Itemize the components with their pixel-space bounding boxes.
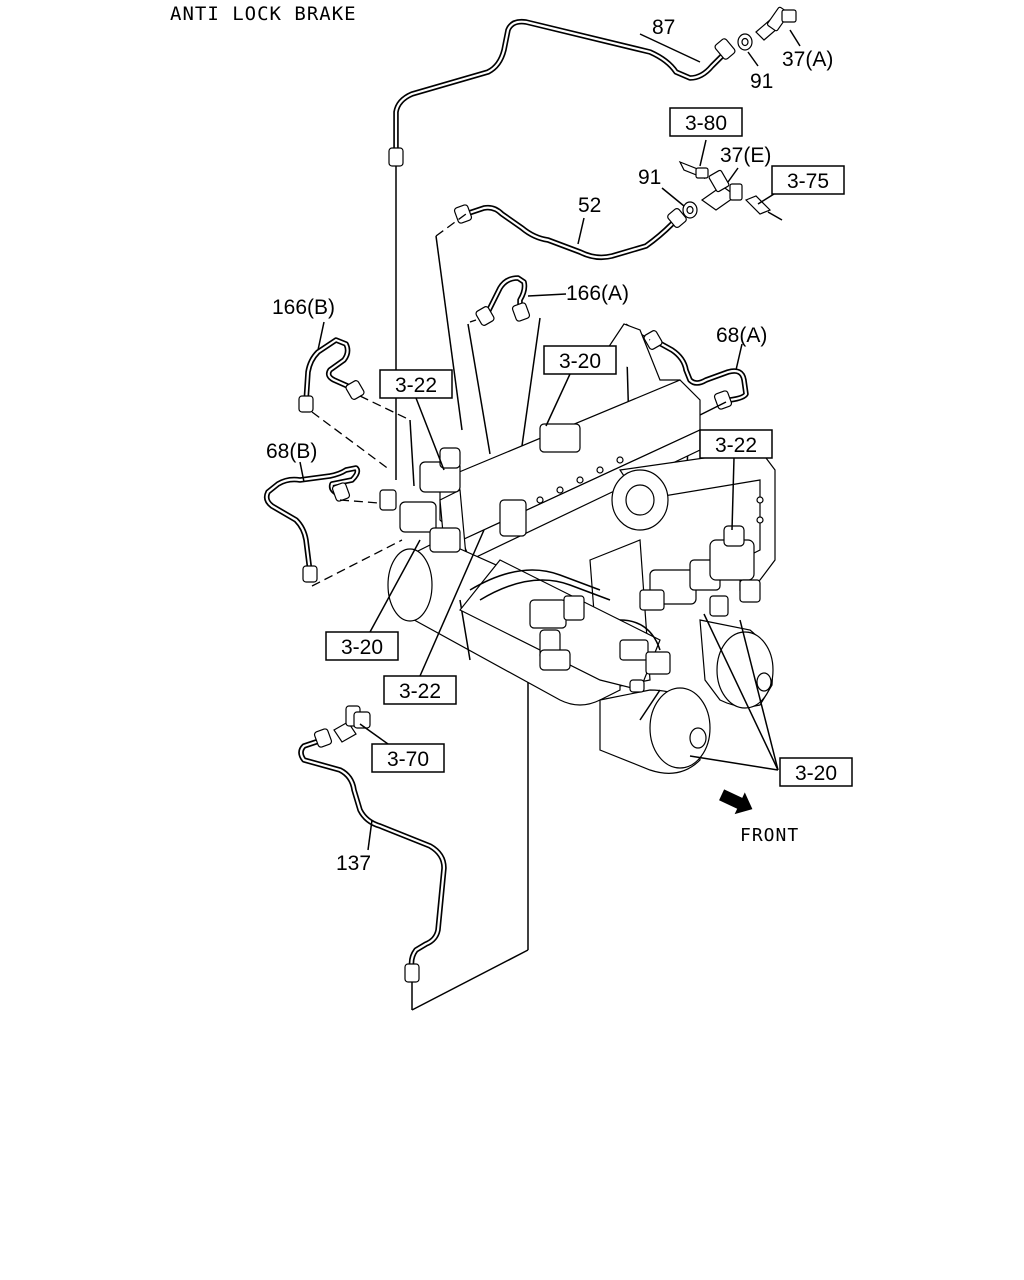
pipe-52[interactable] [453, 204, 688, 261]
ref-box-3-75[interactable]: 3-75 [771, 165, 845, 195]
pipe-68a[interactable] [643, 330, 749, 410]
callout-87: 87 [652, 16, 675, 39]
callout-52: 52 [578, 194, 601, 217]
fitting-37a[interactable] [755, 6, 797, 41]
callout-91-top: 91 [750, 70, 773, 93]
pipe-87[interactable] [388, 18, 736, 167]
ref-box-3-22-left[interactable]: 3-22 [379, 369, 453, 399]
sensor-part-3-70[interactable] [333, 705, 371, 743]
callout-68a: 68(A) [716, 324, 767, 347]
ref-box-3-20-right[interactable]: 3-20 [779, 757, 853, 787]
ref-box-3-20-left[interactable]: 3-20 [325, 631, 399, 661]
sensor-part-3-75[interactable] [744, 195, 783, 221]
sensor-part-3-80[interactable] [678, 160, 709, 180]
pipe-166b[interactable] [298, 337, 365, 413]
callout-37a: 37(A) [782, 48, 833, 71]
ref-box-3-22-right[interactable]: 3-22 [699, 429, 773, 459]
ref-box-3-80[interactable]: 3-80 [669, 107, 743, 137]
front-label: FRONT [740, 825, 799, 846]
callout-166b: 166(B) [272, 296, 335, 319]
callout-91-middle: 91 [638, 166, 661, 189]
callout-166a: 166(A) [566, 282, 629, 305]
fitting-37e[interactable] [700, 169, 743, 211]
ref-3-22-right-label: 3-22 [715, 434, 757, 457]
ref-3-22-bottom-label: 3-22 [399, 680, 441, 703]
ref-3-20-top-label: 3-20 [559, 350, 601, 373]
diagram-title: ANTI LOCK BRAKE [170, 3, 357, 25]
nut-91-top[interactable] [737, 33, 753, 51]
nut-91-middle[interactable] [682, 201, 698, 219]
front-arrow-icon [719, 789, 753, 815]
callout-37e: 37(E) [720, 144, 771, 167]
ref-3-20-left-label: 3-20 [341, 636, 383, 659]
brake-assembly [379, 323, 776, 774]
ref-box-3-20-top[interactable]: 3-20 [543, 345, 617, 375]
pipe-137[interactable] [298, 728, 447, 983]
ref-3-22-left-label: 3-22 [395, 374, 437, 397]
ref-3-75-label: 3-75 [787, 170, 829, 193]
ref-3-80-label: 3-80 [685, 112, 727, 135]
callout-68b: 68(B) [266, 440, 317, 463]
pipe-166a[interactable] [475, 275, 531, 326]
pipe-68b[interactable] [263, 465, 361, 583]
ref-3-20-right-label: 3-20 [795, 762, 837, 785]
ref-box-3-70[interactable]: 3-70 [371, 743, 445, 773]
callout-137: 137 [336, 852, 371, 875]
ref-3-70-label: 3-70 [387, 748, 429, 771]
ref-box-3-22-bottom[interactable]: 3-22 [383, 675, 457, 705]
